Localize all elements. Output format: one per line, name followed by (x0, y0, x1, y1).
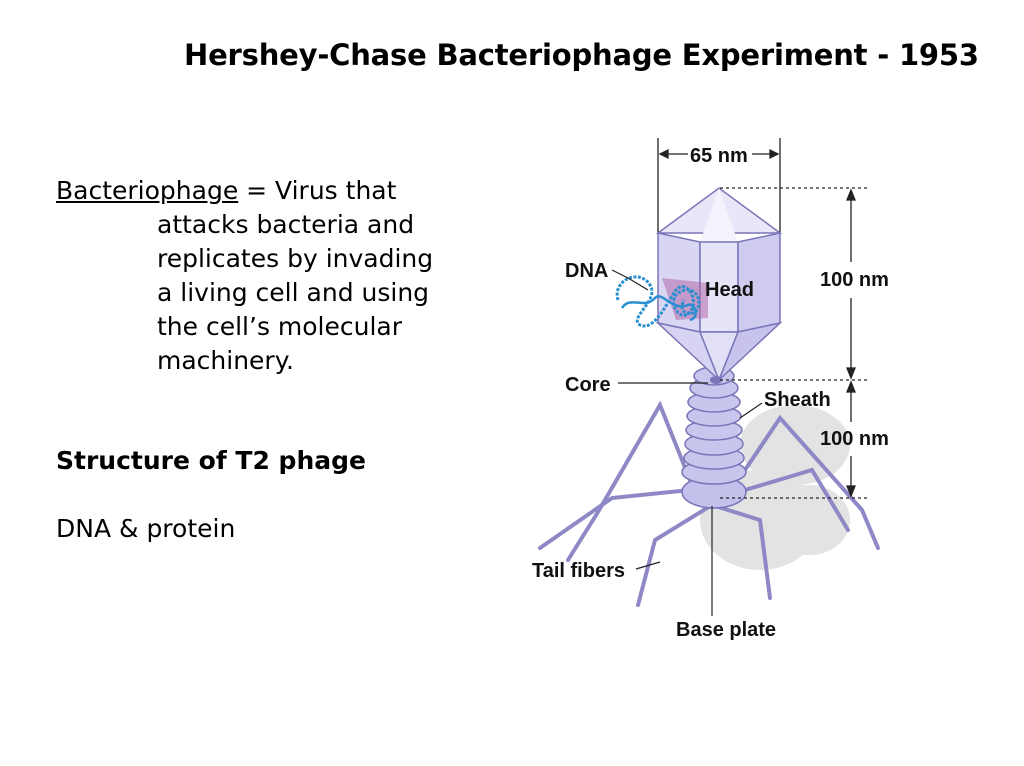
width-label: 65 nm (690, 145, 748, 167)
definition-term: Bacteriophage (56, 176, 239, 205)
dna-coil (615, 275, 708, 328)
tail-fibers (538, 400, 880, 607)
sheath-label: Sheath (764, 389, 831, 411)
tail-sheath (681, 366, 747, 485)
core (710, 376, 722, 384)
base-plate-label: Base plate (676, 619, 776, 641)
definition-block: Bacteriophage = Virus that attacks bacte… (56, 174, 456, 378)
structure-heading: Structure of T2 phage (56, 446, 366, 475)
tail-fibers-label: Tail fibers (532, 560, 625, 582)
composition-text: DNA & protein (56, 514, 236, 543)
tail-height-label: 100 nm (820, 428, 889, 450)
core-label: Core (565, 374, 611, 396)
leader-lines (611, 269, 763, 616)
dimension-lines (657, 138, 868, 499)
dna-label: DNA (565, 260, 608, 282)
bacteriophage-definition: Bacteriophage = Virus that attacks bacte… (56, 174, 456, 378)
head-height-label: 100 nm (820, 269, 889, 291)
head-label: Head (705, 279, 754, 301)
definition-text: = Virus that attacks bacteria and replic… (157, 176, 434, 375)
slide-title: Hershey-Chase Bacteriophage Experiment -… (184, 38, 979, 72)
